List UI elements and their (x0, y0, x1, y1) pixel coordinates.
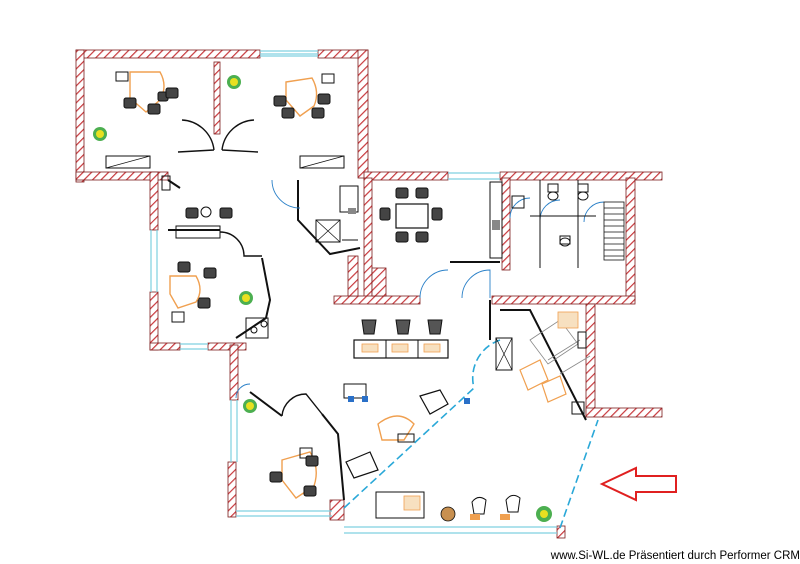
windows (150, 50, 557, 534)
wall-bottom-corner (556, 525, 566, 539)
wall-top-left-top (75, 49, 261, 59)
service-area (495, 311, 591, 415)
restroom (511, 180, 625, 268)
entrance-glass (343, 339, 599, 529)
door-swings-black (177, 119, 323, 417)
credit-text: www.Si-WL.de Präsentiert durch Performer… (550, 550, 800, 562)
office-top-right (227, 73, 345, 169)
sink (492, 220, 500, 230)
wall-left-wing-bottom (149, 342, 181, 351)
door-swing-icon (271, 179, 301, 209)
chair-icon (123, 87, 179, 115)
wall-office-divider (213, 61, 221, 135)
chair-icon (269, 455, 319, 497)
wall-left-mid-bottom (207, 342, 247, 351)
door-swing-icon (419, 269, 449, 299)
interior-lines (167, 179, 587, 501)
door-swing-icon (235, 383, 251, 399)
office-top-left (93, 71, 179, 169)
reception (343, 319, 552, 522)
window-lower-left (230, 400, 238, 462)
cabinet (105, 155, 151, 169)
entrance-arrow-icon (599, 466, 677, 502)
wall-wc-right (625, 177, 636, 301)
plant-icon (93, 127, 107, 141)
chair-icon (361, 319, 443, 335)
wall-lower-left-lower (227, 461, 237, 518)
wall-lower-bottom-corner (329, 499, 345, 521)
chair-icon (379, 187, 443, 243)
staircase-icon (603, 201, 625, 261)
monitor (171, 311, 185, 323)
wall-cabinet-right (371, 267, 387, 297)
plant-icon (243, 399, 257, 413)
office-left-wing (161, 175, 269, 339)
window-top-band (448, 172, 500, 180)
door-swing-icon (583, 201, 605, 223)
cabinet (161, 175, 171, 191)
door-swing-icon (509, 197, 531, 219)
desk-icon (169, 275, 201, 309)
chair-icon (177, 206, 233, 309)
wall-left-wing-lower (149, 291, 159, 351)
window-left-wing (150, 230, 158, 292)
monitor (115, 71, 129, 82)
wall-kitchen-wc-divider (501, 177, 511, 271)
door-swings (235, 179, 605, 399)
monitor (321, 73, 335, 84)
plant-icon (227, 75, 241, 89)
wall-left-wing-upper (149, 171, 159, 231)
wall-lower-left-upper (229, 344, 239, 401)
wall-mid-bottom (333, 295, 421, 305)
wall-wc-bottom (491, 295, 636, 305)
cabinet (175, 225, 221, 239)
toilet-icon (547, 183, 589, 247)
wall-kitchen-left (363, 177, 373, 299)
chair-icon (273, 93, 331, 119)
office-lower-left (243, 399, 319, 499)
kitchen-counter (489, 181, 503, 259)
wall-top-left-right (357, 49, 369, 179)
plant-icon (239, 291, 253, 305)
meeting-room (315, 181, 503, 259)
desk-icon (343, 383, 367, 399)
door-swing-icon (539, 199, 561, 221)
cabinet (299, 155, 345, 169)
desk-icon (377, 415, 415, 441)
door-swing-icon (461, 269, 491, 299)
window-bottom (344, 526, 557, 534)
window-top (260, 50, 318, 57)
wall-right-vertical (585, 303, 596, 417)
wall-top-left-left (75, 49, 85, 183)
stool (440, 506, 456, 522)
wall-cabinet-left (347, 255, 359, 297)
window-lower-bottom (236, 510, 332, 517)
wall-top-band-b (499, 171, 663, 181)
plant-icon (536, 506, 552, 522)
desk-icon (285, 77, 318, 117)
desk-icon (281, 451, 317, 499)
window-left-wing-bottom (180, 343, 208, 350)
wall-right-bottom (585, 407, 663, 418)
walls (75, 49, 663, 539)
wall-top-band-a (363, 171, 449, 181)
meeting-table (395, 203, 429, 229)
reception-counter (353, 339, 449, 359)
